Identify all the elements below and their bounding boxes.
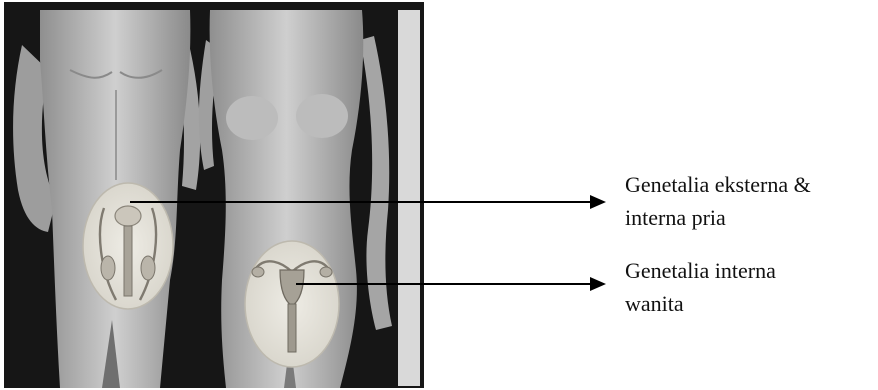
male-label-line-1: Genetalia eksterna &	[625, 168, 811, 201]
male-genitalia-label: Genetalia eksterna & interna pria	[625, 168, 811, 234]
light-strip	[398, 10, 420, 386]
male-label-line-2: interna pria	[625, 201, 811, 234]
female-genitalia-label: Genetalia interna wanita	[625, 254, 776, 320]
female-label-line-2: wanita	[625, 287, 776, 320]
female-organ-inset	[245, 241, 339, 367]
female-label-line-1: Genetalia interna	[625, 254, 776, 287]
